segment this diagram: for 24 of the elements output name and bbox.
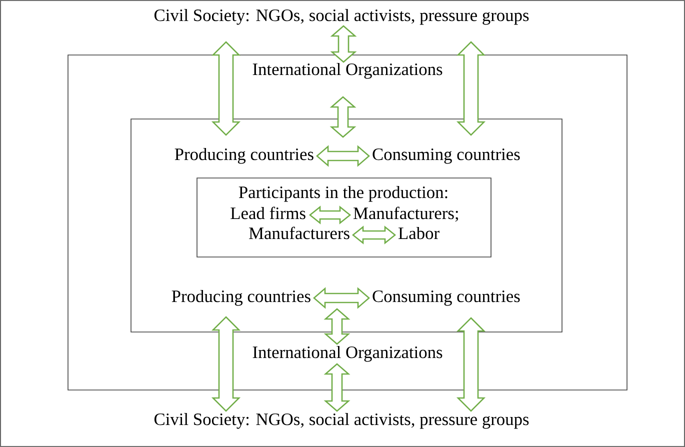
text-label: Consuming countries (372, 290, 520, 306)
frame-box (130, 118, 562, 332)
text-label: Manufacturers; (354, 206, 458, 222)
frame-box (68, 54, 628, 390)
double-arrow (456, 317, 486, 412)
text-label: Labor (398, 226, 440, 240)
text-label: Civil Society: NGOs, social activists, pressure groups (154, 412, 529, 429)
double-arrow (330, 25, 357, 63)
text-label: Lead firms (230, 206, 306, 220)
double-arrow (211, 316, 241, 412)
double-arrow (211, 41, 241, 136)
text-label: Consuming countries (372, 148, 520, 164)
double-arrow (330, 96, 356, 138)
double-arrow (324, 308, 350, 345)
double-arrow (456, 41, 486, 136)
text-label: International Organizations (252, 62, 442, 79)
double-arrow (313, 287, 370, 309)
text-label: Producing countries (174, 148, 314, 164)
double-arrow (324, 363, 350, 412)
double-arrow (316, 145, 370, 167)
text-label: Manufacturers (249, 226, 350, 240)
text-label: International Organizations (252, 346, 442, 362)
text-label: Producing countries (172, 290, 310, 306)
text-label: Civil Society: NGOs, social activists, pressure groups (154, 8, 529, 25)
